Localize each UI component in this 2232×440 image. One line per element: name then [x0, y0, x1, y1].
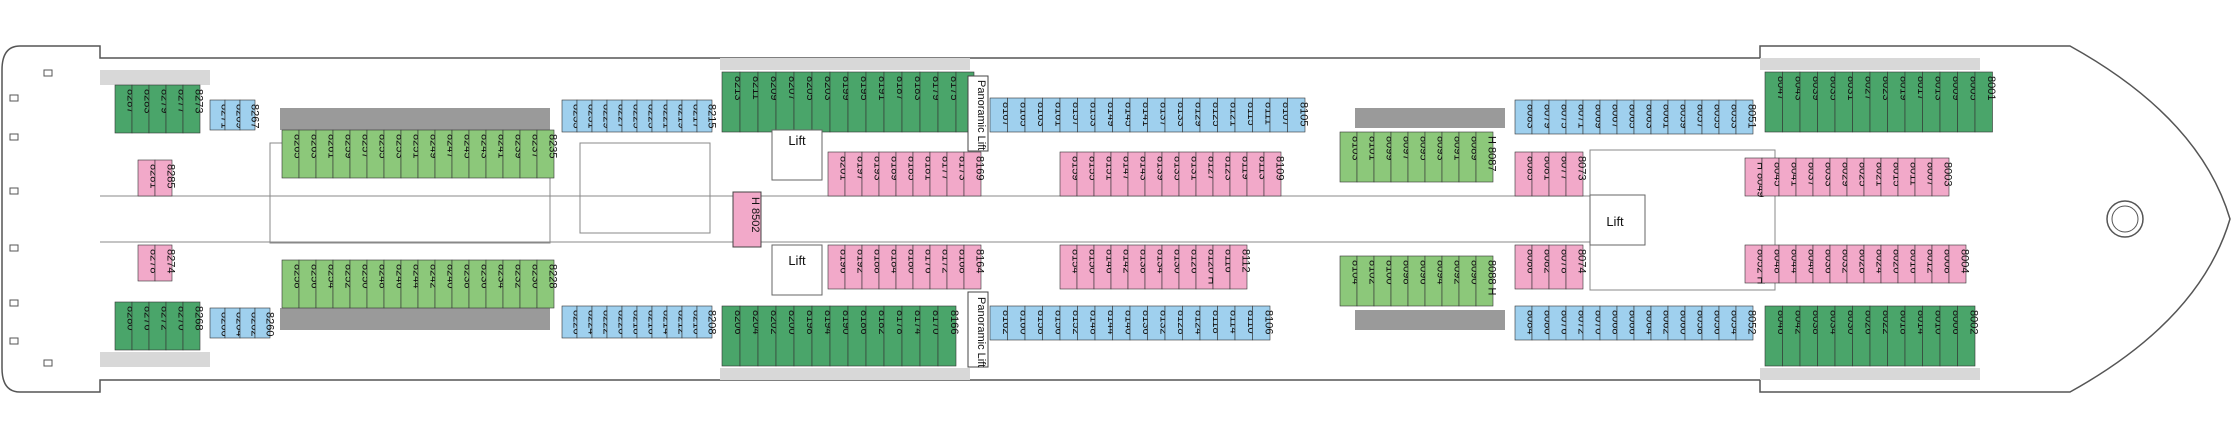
- cabin-number: 8073: [1576, 156, 1588, 180]
- cabin[interactable]: H 8087: [1475, 131, 1498, 183]
- cabin-number: H 8087: [1486, 136, 1498, 171]
- cabin-number: 8051: [1746, 104, 1758, 128]
- cabin[interactable]: 8166: [937, 305, 960, 367]
- cabin-8502-label: H 8502: [749, 197, 761, 232]
- cabin[interactable]: 8103: [1339, 131, 1362, 183]
- lift-label: Lift: [1606, 214, 1624, 229]
- cabin[interactable]: 8013: [1922, 71, 1945, 133]
- cabin-number: 8052: [1746, 310, 1758, 334]
- cabin[interactable]: 8148: [1077, 305, 1100, 341]
- cabin[interactable]: 8215: [696, 99, 718, 133]
- lift-aft[interactable]: Lift Lift: [771, 129, 823, 296]
- cabin[interactable]: 8092: [1441, 255, 1464, 307]
- aft-window-marks: [9, 69, 53, 367]
- service-areas: [280, 108, 1505, 330]
- cabin-number: 8268: [193, 306, 205, 330]
- cabin[interactable]: 8164: [963, 244, 986, 290]
- cabin-number: 8164: [974, 249, 986, 273]
- cabin-number: 8285: [165, 164, 177, 188]
- cabin[interactable]: 8002: [1957, 305, 1980, 367]
- cabin-number: 8004: [1959, 249, 1971, 273]
- cabin[interactable]: 8001: [1974, 71, 1997, 133]
- cabin-number: 8235: [547, 134, 559, 158]
- cabin-8502[interactable]: H 8502: [732, 191, 762, 248]
- cabin-number: 8003: [1942, 162, 1954, 186]
- cabin-number: 8002: [1967, 310, 1979, 334]
- cabin[interactable]: 8268: [182, 301, 205, 351]
- cabin-number: 8260: [264, 312, 276, 336]
- cabin[interactable]: 8184: [878, 244, 901, 290]
- cabin[interactable]: 8074: [1565, 244, 1588, 290]
- cabin-number: 8215: [706, 104, 718, 128]
- cabin[interactable]: 8003: [1931, 157, 1954, 197]
- cabin[interactable]: 8208: [696, 305, 718, 339]
- cabin[interactable]: 8285: [154, 159, 177, 197]
- cabin-number: 8208: [706, 310, 718, 334]
- panoramic-lift-label: Panoramic Lift: [975, 80, 987, 150]
- cabin-number: 8274: [165, 249, 177, 273]
- cabin[interactable]: 8073: [1565, 151, 1588, 197]
- cabin-number: 8109: [1274, 156, 1286, 180]
- lift-forward[interactable]: Lift: [1589, 194, 1646, 246]
- cabin-number: 8106: [1262, 310, 1274, 334]
- cabin-number: 8105: [1297, 102, 1309, 126]
- light-areas: [100, 58, 1980, 380]
- cabin[interactable]: 8105: [1287, 97, 1310, 133]
- cabin-number: 8228: [547, 264, 559, 288]
- cabin[interactable]: 8228: [536, 259, 559, 309]
- cabin[interactable]: 8112: [1229, 244, 1252, 290]
- cabin[interactable]: 8235: [536, 129, 559, 179]
- cabin[interactable]: 8267: [239, 99, 261, 131]
- cabin[interactable]: 8048: [1761, 244, 1784, 284]
- cabin[interactable]: 8106: [1252, 305, 1275, 341]
- cabin-number: 8273: [193, 89, 205, 113]
- panoramic-lift-top[interactable]: Panoramic Lift: [967, 75, 989, 152]
- cabin-number: 8169: [974, 156, 986, 180]
- lift-label: Lift: [788, 253, 806, 268]
- cabin[interactable]: 8169: [963, 151, 986, 197]
- panoramic-lift-label: Panoramic Lift: [975, 297, 987, 367]
- lift-label: Lift: [788, 133, 806, 148]
- cabin-number: 8267: [249, 104, 261, 128]
- cabin[interactable]: 8260: [254, 307, 276, 339]
- panoramic-lift-bottom[interactable]: Panoramic Lift: [967, 291, 989, 368]
- cabin[interactable]: 8052: [1735, 305, 1758, 341]
- cabin[interactable]: 8274: [154, 244, 177, 282]
- cabin[interactable]: 8088 H: [1475, 255, 1498, 307]
- bow-anchor-mark: [2106, 200, 2144, 238]
- cabin[interactable]: 8004: [1948, 244, 1971, 284]
- cabin-number: 8112: [1240, 249, 1252, 273]
- cabin-number: 8166: [948, 310, 960, 334]
- cabin[interactable]: 8109: [1263, 151, 1286, 197]
- cabin[interactable]: 8051: [1735, 99, 1758, 135]
- cabin-number: 8088 H: [1486, 260, 1498, 296]
- cabin[interactable]: 8273: [182, 84, 205, 134]
- cabin-number: 8001: [1985, 76, 1997, 100]
- cabin-number: 8074: [1576, 249, 1588, 273]
